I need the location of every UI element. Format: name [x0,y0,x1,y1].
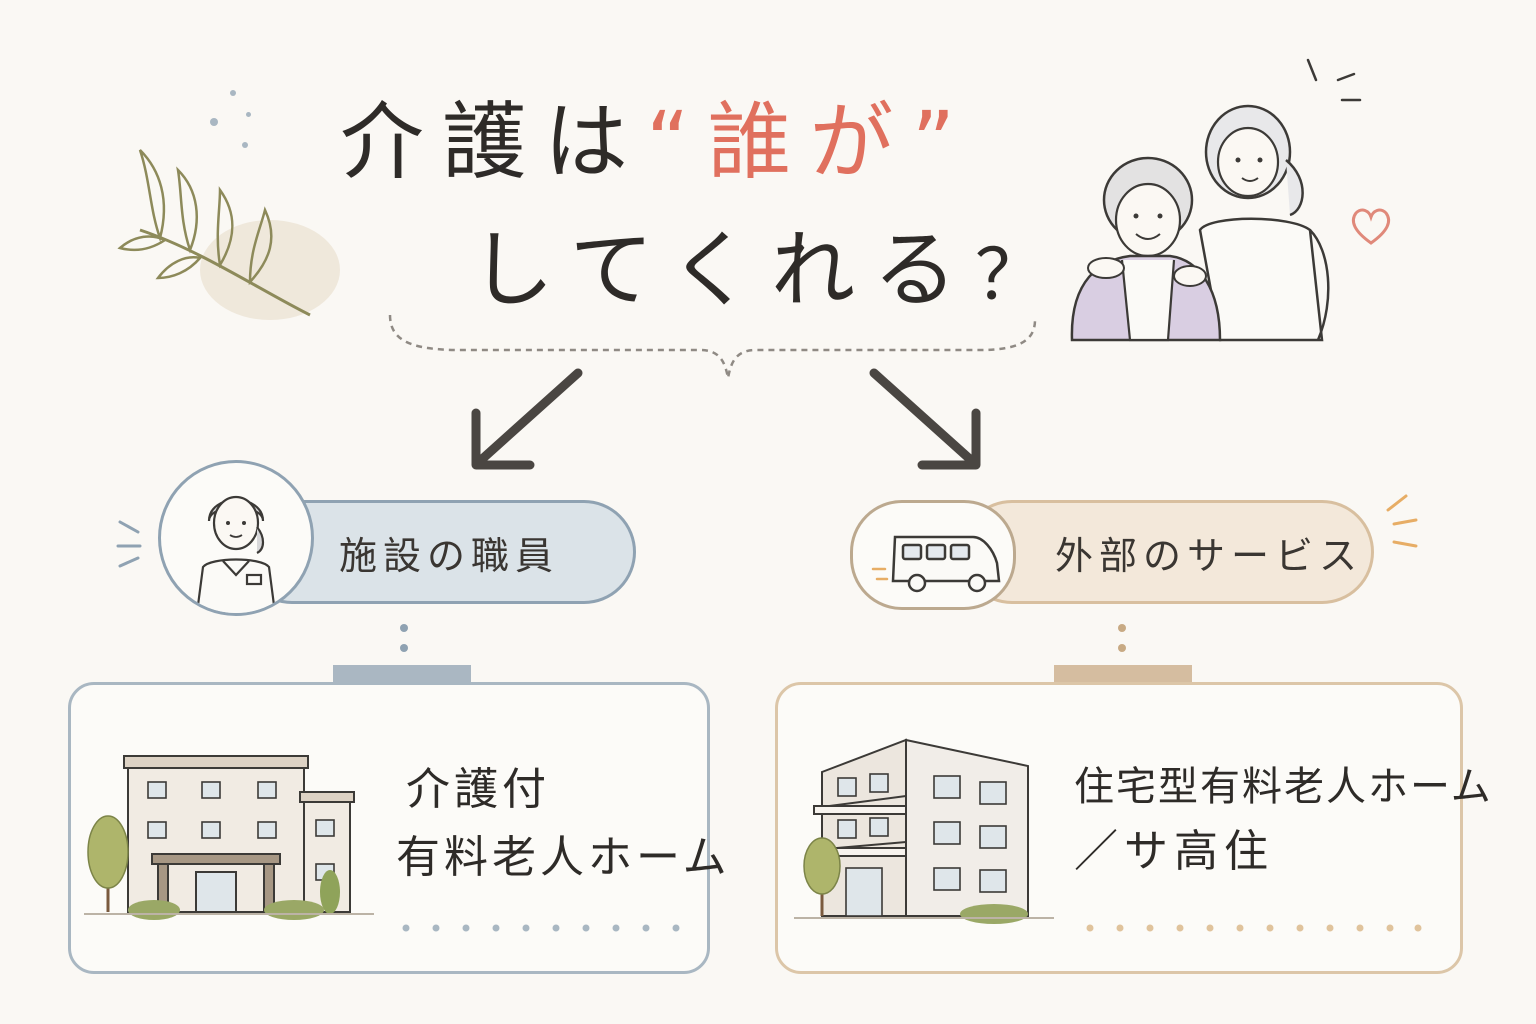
care-facility-building-icon [84,755,374,920]
staff-icon [158,460,314,616]
van-icon [850,500,1016,610]
leaf-branch-icon [117,149,340,320]
brace-connector [388,314,1037,379]
title-line-2: してくれる？ [470,228,1063,312]
sparkle-left-icon [116,518,158,572]
heart-icon [1351,208,1391,245]
arrow-right-down-icon [869,368,981,470]
external-service-label: 外部のサービス [1055,533,1364,578]
right-dot-connector [1118,624,1126,652]
sparkle-right-icon [1378,494,1422,558]
title-open-quote: “ [646,93,708,191]
title-close-quote: ” [911,93,974,191]
left-dot-connector [400,624,408,652]
title-accent: 誰が [707,93,912,191]
staff-label: 施設の職員 [339,533,560,578]
dot-decoration [210,90,260,150]
apartment-building-icon [794,738,1054,924]
external-service-pill: 外部のサービス [960,500,1374,604]
right-facility-line2: ／サ高住 [1074,826,1274,877]
arrow-left-down-icon [471,368,583,470]
title-part1: 介護は [340,93,647,191]
left-dotted-underline [402,924,680,932]
left-facility-text: 介護付 有料老人ホーム [396,756,731,892]
left-facility-line2: 有料老人ホーム [396,832,731,884]
caregiver-and-elder-illustration [1070,58,1362,342]
title-line-1: 介護は“誰が” [340,100,973,184]
right-dotted-underline [1086,924,1422,932]
title-question-mark: ？ [974,234,1063,316]
right-facility-line1: 住宅型有料老人ホーム [1074,764,1493,810]
left-facility-line1: 介護付 [406,764,550,815]
title-line2: してくれる [470,221,975,319]
right-facility-text: 住宅型有料老人ホーム ／サ高住 [1074,756,1493,886]
